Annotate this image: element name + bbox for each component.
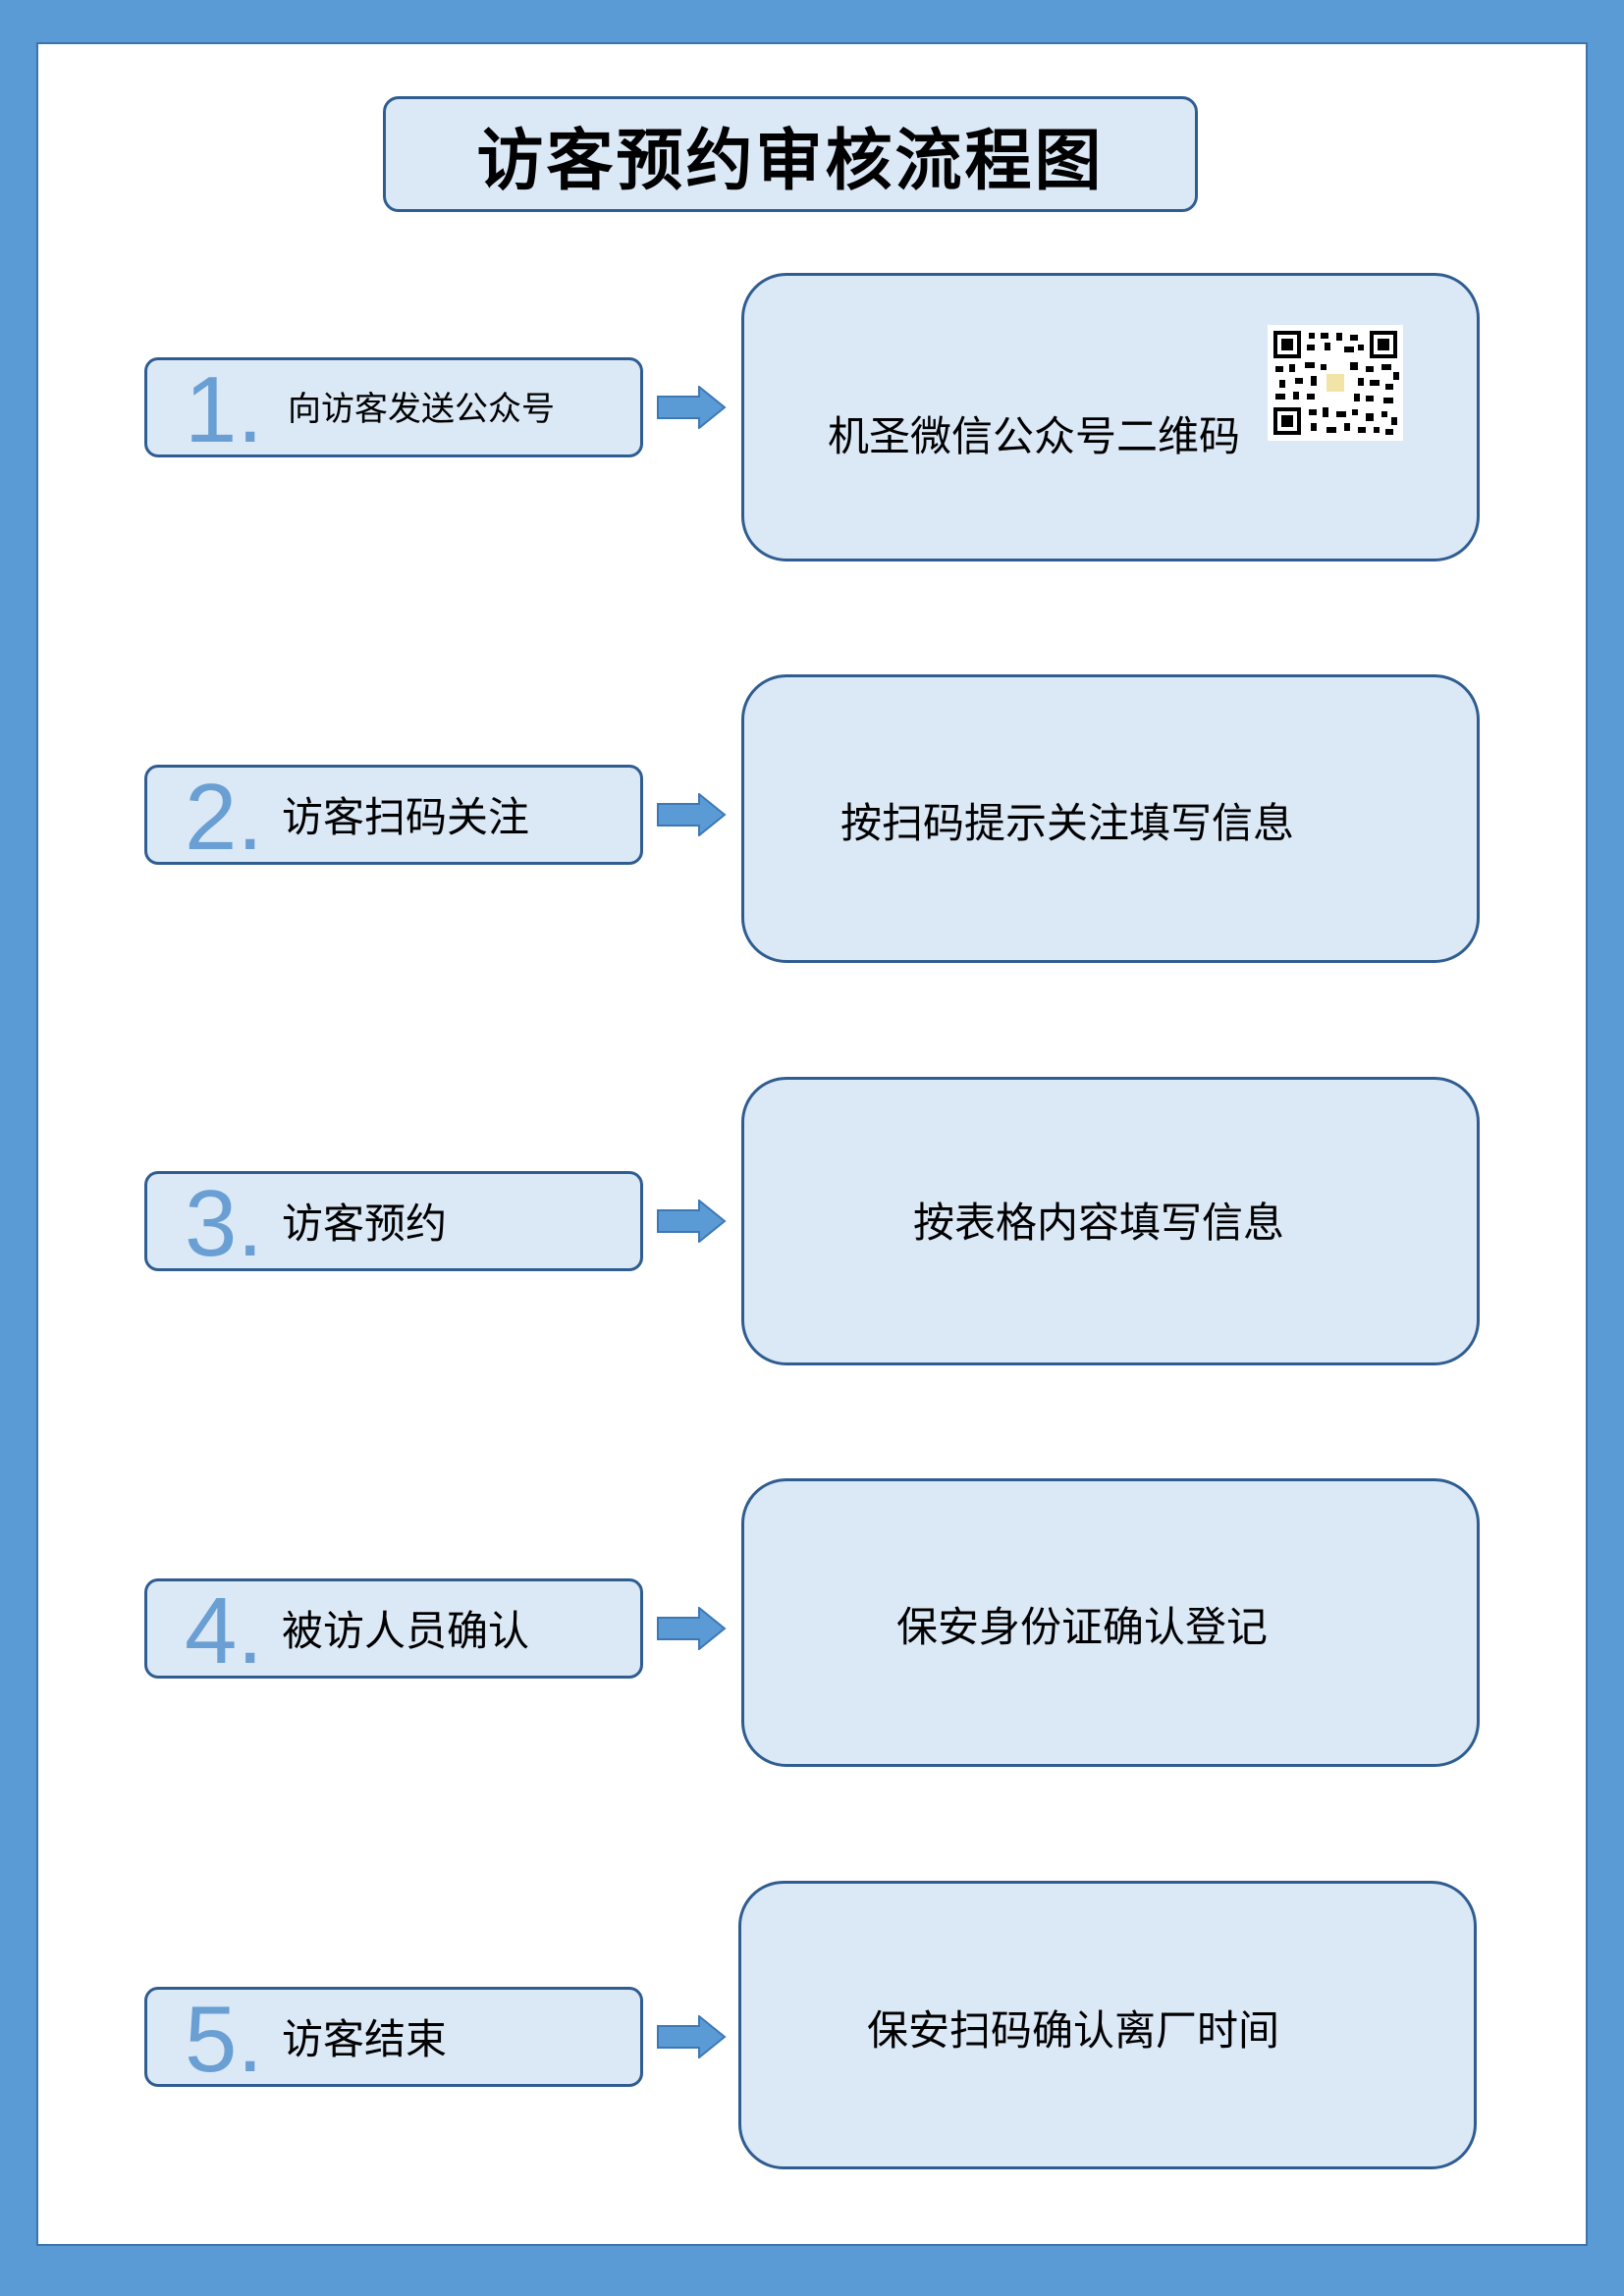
step-2-detail: 按扫码提示关注填写信息 [840, 799, 1295, 847]
right-arrow-icon [657, 1200, 727, 1243]
step-1-number: 1. [185, 357, 264, 462]
step-4-label: 被访人员确认 [282, 1607, 530, 1655]
diagram-title: 访客预约审核流程图 [383, 96, 1198, 212]
step-5-detail-box: 保安扫码确认离厂时间 [738, 1881, 1477, 2169]
right-arrow-icon [657, 1607, 727, 1650]
step-5-box: 5. 访客结束 [144, 1987, 643, 2092]
step-3-detail: 按表格内容填写信息 [913, 1199, 1285, 1247]
step-4-number: 4. [185, 1578, 264, 1683]
step-5-label: 访客结束 [282, 2015, 448, 2063]
step-2-box: 2. 访客扫码关注 [144, 765, 643, 870]
step-3-number: 3. [185, 1171, 264, 1276]
right-arrow-icon [657, 386, 727, 429]
step-4-detail-box: 保安身份证确认登记 [741, 1478, 1480, 1767]
step-1-detail: 机圣微信公众号二维码 [828, 412, 1241, 460]
step-2-detail-box: 按扫码提示关注填写信息 [741, 674, 1480, 963]
step-2-label: 访客扫码关注 [282, 793, 530, 841]
step-3-detail-box: 按表格内容填写信息 [741, 1077, 1480, 1365]
step-4-box: 4. 被访人员确认 [144, 1578, 643, 1683]
step-3-label: 访客预约 [282, 1200, 448, 1248]
right-arrow-icon [657, 2015, 727, 2058]
step-3-box: 3. 访客预约 [144, 1171, 643, 1276]
step-1-detail-box: 机圣微信公众号二维码 [741, 273, 1480, 561]
step-5-detail: 保安扫码确认离厂时间 [867, 2006, 1280, 2055]
step-1-box: 1. 向访客发送公众号 [144, 357, 643, 462]
qr-code-icon [1268, 325, 1403, 441]
step-4-detail: 保安身份证确认登记 [896, 1603, 1269, 1651]
step-1-label: 向访客发送公众号 [288, 390, 555, 429]
right-arrow-icon [657, 793, 727, 836]
step-2-number: 2. [185, 765, 264, 870]
step-5-number: 5. [185, 1987, 264, 2092]
